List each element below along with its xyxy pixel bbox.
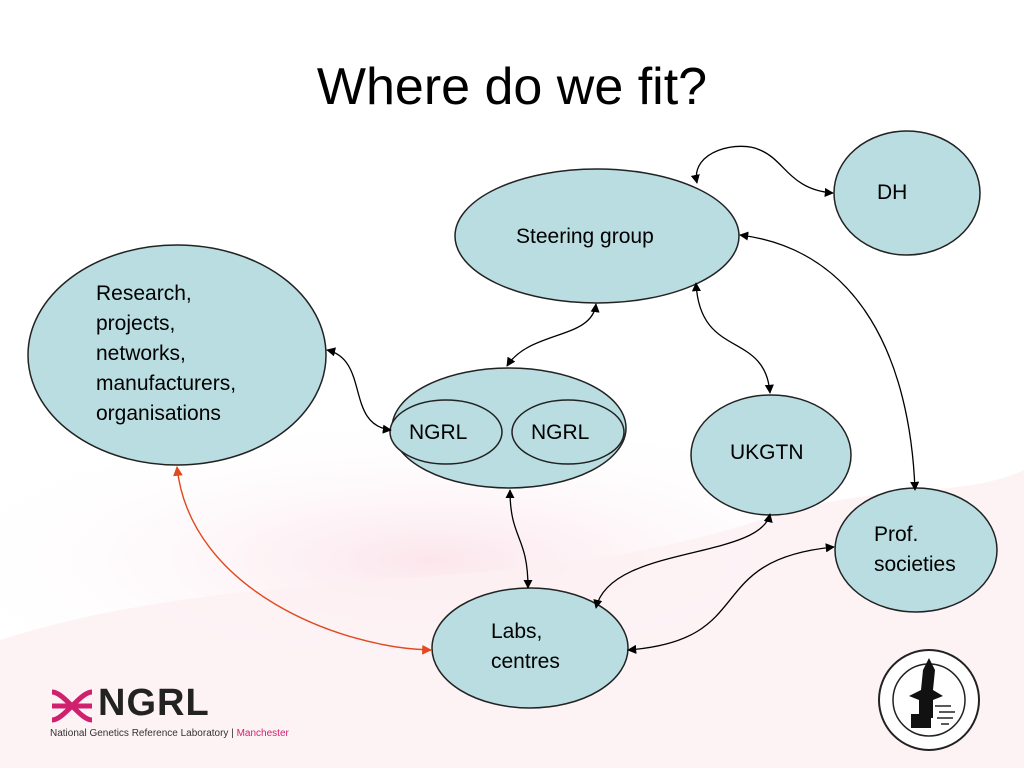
arrow-ngrl-labs [505, 489, 533, 589]
arrow-steering-prof [739, 231, 920, 491]
wessex-seal-logo [878, 649, 980, 751]
steering-group-node [454, 168, 740, 304]
dna-helix-icon [51, 689, 93, 723]
arrow-research-ngrl [326, 347, 392, 434]
ukgtn-label: UKGTN [730, 441, 804, 464]
slide-title: Where do we fit? [316, 58, 708, 116]
ngrl-right-node [511, 399, 625, 465]
arrow-steering-ukgtn [691, 282, 774, 394]
ngrl-right-label: NGRL [531, 421, 590, 444]
arrow-prof-labs [627, 543, 835, 654]
ngrl-subtitle: National Genetics Reference Laboratory |… [50, 728, 289, 739]
steering-group-label: Steering group [516, 225, 654, 248]
dh-label: DH [877, 181, 908, 204]
arrow-research-labs [173, 466, 432, 655]
ngrl-subtitle-text: National Genetics Reference Laboratory [50, 728, 229, 739]
ngrl-location: Manchester [236, 728, 289, 739]
arrow-steering-ngrl [506, 303, 600, 367]
research-label: Research,projects,networks,manufacturers… [96, 282, 237, 425]
research-node [27, 244, 327, 466]
prof-societies-label: Prof.societies [874, 523, 956, 576]
ngrl-wordmark: NGRL [98, 682, 210, 724]
arrow-ukgtn-labs [593, 513, 773, 609]
labs-centres-label: Labs,centres [491, 620, 560, 673]
ngrl-left-label: NGRL [409, 421, 468, 444]
arrow-steering-dh [690, 145, 834, 197]
